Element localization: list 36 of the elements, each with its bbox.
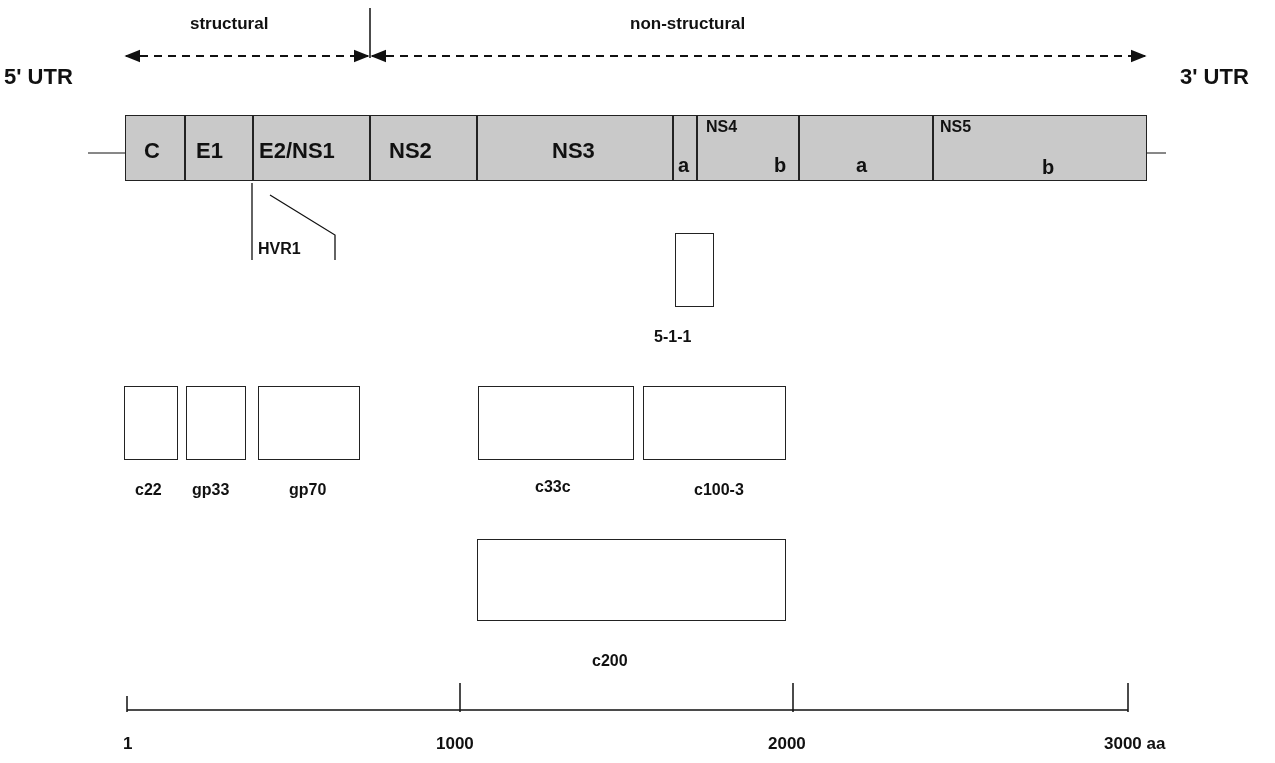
region-label: non-structural [630,14,746,34]
scale-label: 3000 aa [1104,734,1166,754]
segment-label: b [1042,156,1055,179]
antigen-label: c200 [592,652,628,670]
segment-label: E1 [196,138,223,164]
hvr-label: HVR1 [258,240,301,258]
segment-label: b [774,154,787,177]
segment-label: a [678,154,690,177]
antigen-label: c33c [535,478,571,496]
segment-label: NS5 [940,118,972,136]
segment-label: NS3 [552,138,595,164]
antigen-label: c22 [135,481,162,499]
genome-segment [253,115,370,181]
scale-label: 1 [123,734,133,754]
region-label: structural [190,14,269,34]
antigen-label: gp33 [192,481,230,499]
genome-segment [673,115,697,181]
genome-segment [370,115,477,181]
genome-segment [933,115,1147,181]
segment-label: C [144,138,160,164]
segment-label: E2/NS1 [259,138,335,164]
antigen-label: 5-1-1 [654,328,692,346]
segment-label: a [856,154,868,177]
antigen-label: c100-3 [694,481,744,499]
utr-label: 5' UTR [4,64,73,90]
genome-segment [799,115,933,181]
segment-label: NS4 [706,118,738,136]
scale-label: 1000 [436,734,474,754]
segment-label: NS2 [389,138,432,164]
utr-label: 3' UTR [1180,64,1249,90]
antigen-label: gp70 [289,481,327,499]
scale-label: 2000 [768,734,806,754]
genome-segment [477,115,673,181]
genome-segment [697,115,799,181]
genome-segment [125,115,185,181]
genome-segment [185,115,253,181]
